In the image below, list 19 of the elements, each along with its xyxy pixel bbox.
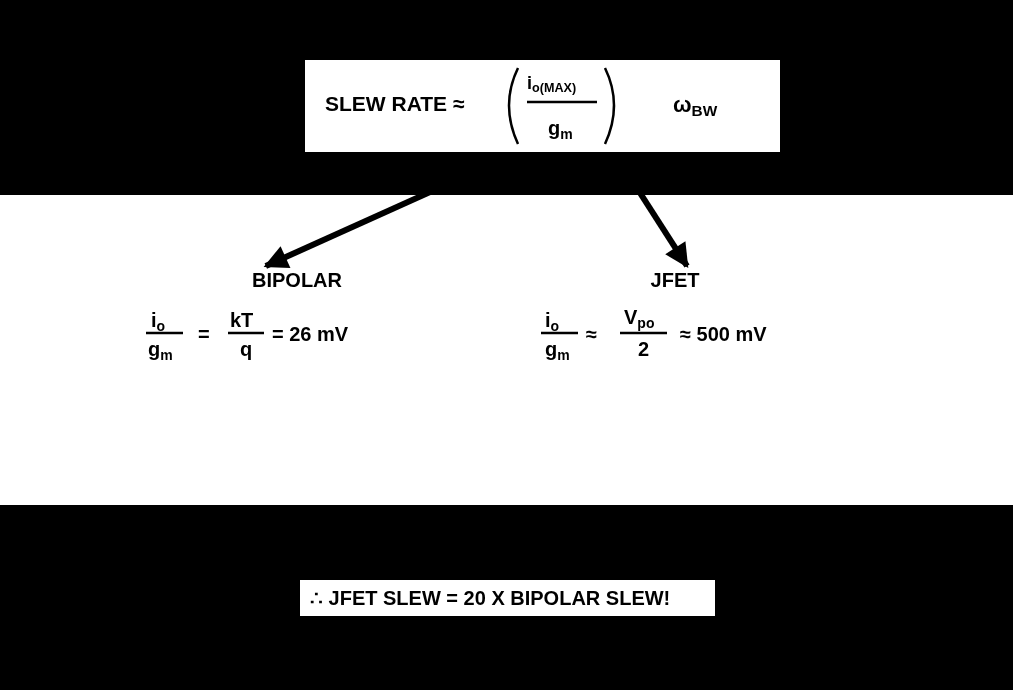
fraction-numerator: kT bbox=[230, 310, 254, 330]
fraction-numerator: i$_{o}$ bbox=[545, 310, 560, 330]
fraction-denominator: 2 bbox=[638, 339, 650, 359]
category-label: BIPOLAR bbox=[245, 268, 349, 292]
fraction-denominator: g$_{m}$ bbox=[148, 339, 173, 359]
conclusion-text: ∴ JFET SLEW = 20 X BIPOLAR SLEW! bbox=[310, 588, 671, 608]
formula-result: ≈ 500 mV bbox=[680, 324, 767, 344]
formula-denominator: g$_{m}$ bbox=[548, 118, 573, 138]
category-label: JFET bbox=[645, 268, 705, 292]
formula-box bbox=[305, 60, 780, 152]
formula-box bbox=[300, 580, 715, 616]
fraction-denominator: g$_{m}$ bbox=[545, 339, 570, 359]
formula-result: = 26 mV bbox=[272, 324, 349, 344]
formula-symbol: ω$_{BW}$ bbox=[673, 94, 718, 116]
fraction-numerator: i$_{o}$ bbox=[151, 310, 166, 330]
approx-sign: ≈ bbox=[586, 324, 597, 344]
formula-text: SLEW RATE ≈ bbox=[325, 93, 465, 114]
fraction-denominator: q bbox=[240, 339, 253, 359]
equals-sign: = bbox=[198, 324, 210, 344]
